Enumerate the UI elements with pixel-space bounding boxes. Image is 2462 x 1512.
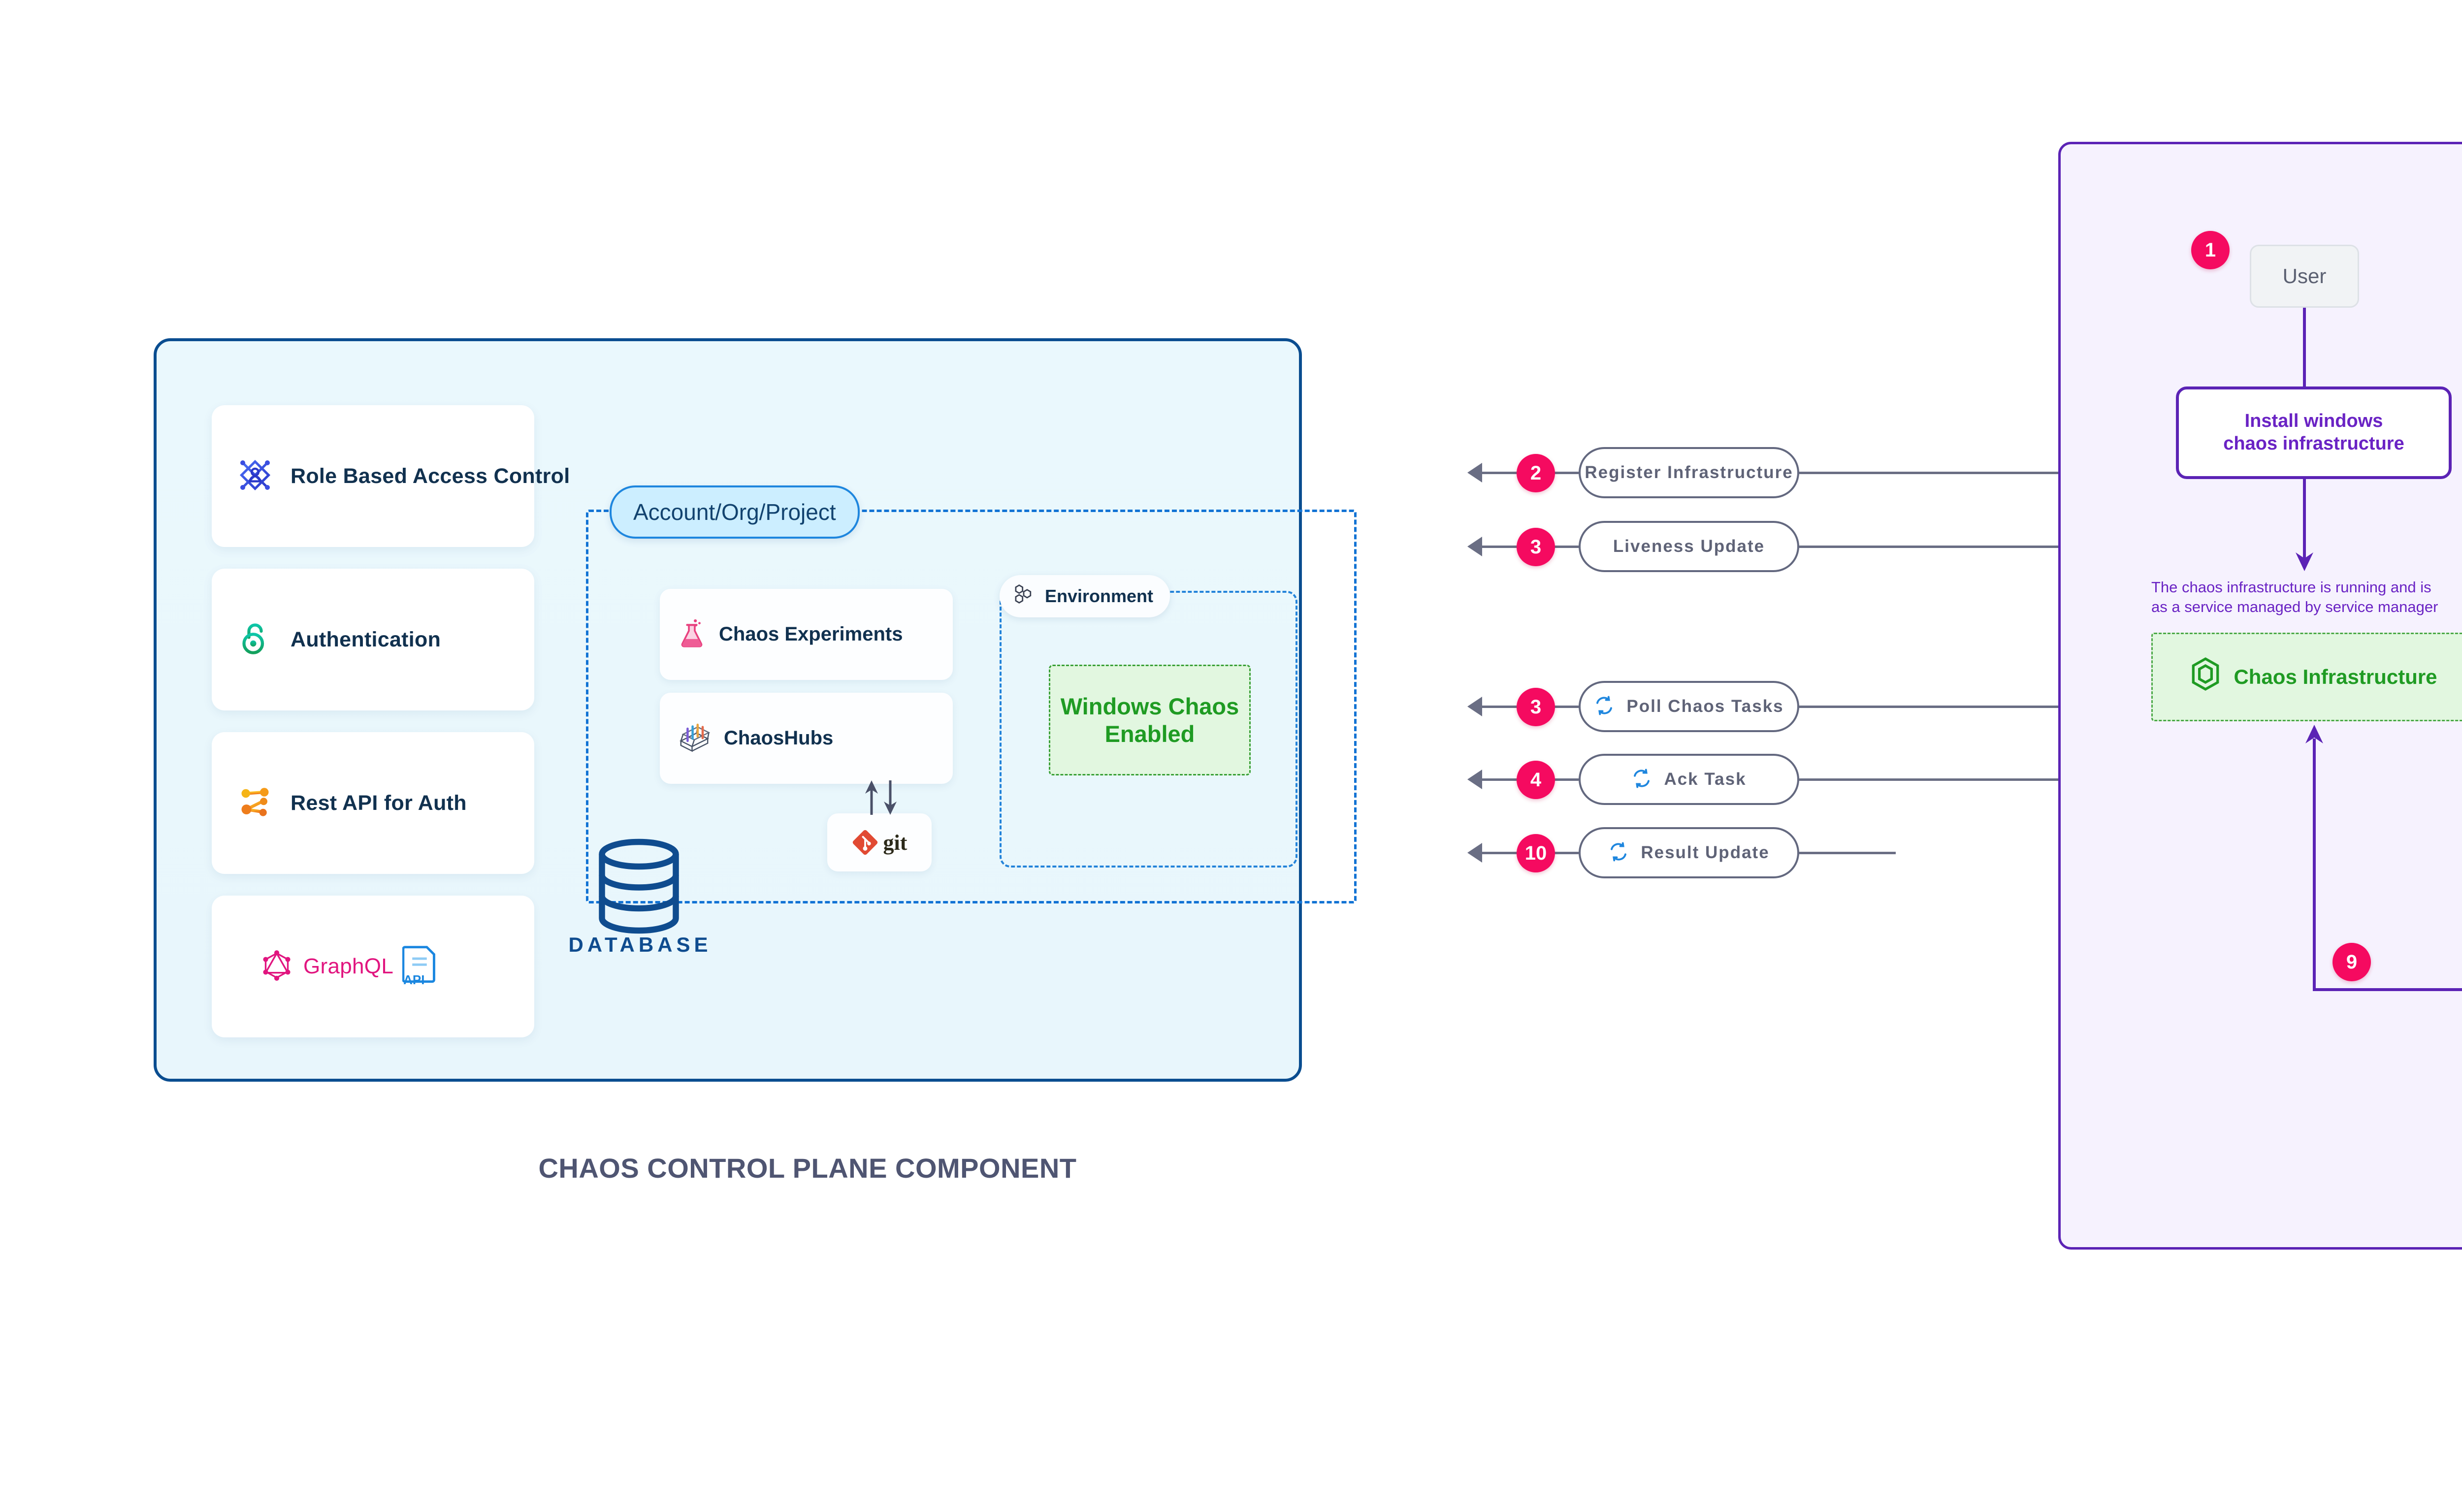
windows-chaos-status-label: Windows Chaos Enabled: [1060, 693, 1239, 747]
environment-pill[interactable]: Environment: [1000, 575, 1170, 617]
connector-line-right: [1799, 778, 2058, 781]
connector-line-right: [1799, 472, 2058, 474]
arrow-head: [1467, 843, 1482, 863]
open-lock-icon: [235, 619, 275, 661]
hexagons-icon: [1012, 583, 1035, 610]
feature-card-graphql[interactable]: GraphQL API: [212, 896, 534, 1037]
annotation-infra-note: The chaos infrastructure is running and …: [2151, 579, 2438, 615]
connector-line-right: [1799, 546, 2058, 548]
step-badge-3b: 3: [1517, 688, 1555, 726]
node-install-windows-chaos-infrastructure[interactable]: Install windows chaos infrastructure: [2176, 386, 2452, 479]
account-org-project-region: [586, 510, 1357, 903]
feature-card-authentication[interactable]: Authentication: [212, 569, 534, 710]
inner-card-chaoshubs[interactable]: ChaosHubs: [660, 693, 953, 784]
sync-icon: [1594, 695, 1615, 718]
feature-card-rest-api[interactable]: Rest API for Auth: [212, 732, 534, 874]
connector-line-right: [1799, 706, 2058, 708]
git-icon: git: [852, 829, 907, 856]
connector-pill-ack-task[interactable]: Ack Task: [1579, 754, 1799, 805]
feature-card-label: GraphQL: [303, 954, 394, 978]
api-label: API: [403, 972, 425, 987]
connector-row-liveness-update: 3 Liveness Update: [1467, 517, 2058, 576]
node-install-label: Install windows chaos infrastructure: [2223, 411, 2404, 454]
feature-card-rbac[interactable]: Role Based Access Control: [212, 405, 570, 547]
account-org-project-label: Account/Org/Project: [633, 499, 836, 525]
arrow-head: [1467, 463, 1482, 483]
connector-pill-result-update[interactable]: Result Update: [1579, 827, 1799, 878]
inner-card-git[interactable]: git: [827, 813, 932, 871]
arrow-head: [1467, 770, 1482, 789]
node-user-label: User: [2282, 264, 2327, 288]
connector-label: Result Update: [1641, 843, 1770, 862]
connector-pill-register-infrastructure[interactable]: Register Infrastructure: [1579, 447, 1799, 498]
feature-card-label: Rest API for Auth: [291, 791, 467, 815]
step-badge-9: 9: [2332, 943, 2371, 981]
connector-label: Poll Chaos Tasks: [1626, 697, 1784, 716]
test-tube-rack-icon: [678, 722, 711, 755]
feature-card-label: Role Based Access Control: [291, 464, 570, 488]
connector-line-right: [1799, 852, 1896, 854]
connector-label: Register Infrastructure: [1585, 463, 1793, 482]
database-label: DATABASE: [568, 933, 712, 956]
connector-pill-poll-chaos-tasks[interactable]: Poll Chaos Tasks: [1579, 681, 1799, 732]
node-chaos-infrastructure[interactable]: Chaos Infrastructure: [2151, 633, 2462, 721]
step-badge-2: 2: [1517, 454, 1555, 492]
arrow-head: [1467, 697, 1482, 716]
sync-icon: [1631, 768, 1652, 791]
connector-row-result-update: 10 Result Update: [1467, 823, 2058, 882]
connector-label: Liveness Update: [1613, 537, 1765, 556]
step-badge-1: 1: [2191, 231, 2230, 269]
feature-card-label: Authentication: [291, 627, 441, 651]
node-user[interactable]: User: [2250, 245, 2359, 308]
api-document-icon: API: [402, 945, 437, 988]
connector-row-register-infrastructure: 2 Register Infrastructure: [1467, 443, 2058, 502]
flask-icon: [678, 618, 706, 651]
account-org-project-pill[interactable]: Account/Org/Project: [610, 485, 860, 539]
connector-label: Ack Task: [1664, 770, 1747, 789]
connector-row-poll-chaos-tasks: 3 Poll Chaos Tasks: [1467, 677, 2058, 736]
connector-pill-liveness-update[interactable]: Liveness Update: [1579, 521, 1799, 572]
database-cylinder-icon: [596, 837, 682, 935]
graphql-icon: [259, 948, 294, 986]
step-badge-4: 4: [1517, 761, 1555, 799]
step-badge-10: 10: [1517, 834, 1555, 872]
node-chaos-infrastructure-label: Chaos Infrastructure: [2234, 665, 2437, 688]
rbac-icon: [235, 455, 275, 497]
arrow-head: [1467, 537, 1482, 556]
rest-api-icon: [235, 782, 275, 824]
control-plane-caption: CHAOS CONTROL PLANE COMPONENT: [538, 1153, 1077, 1184]
environment-label: Environment: [1045, 586, 1154, 606]
execution-plane-caption: CHAOS EXECUTION PLANE COMPONENT: [2452, 1322, 2462, 1354]
sync-icon: [1608, 841, 1629, 865]
step-badge-3a: 3: [1517, 528, 1555, 566]
windows-chaos-status-box: Windows Chaos Enabled: [1049, 665, 1251, 775]
git-label: git: [883, 830, 907, 855]
inner-card-label: ChaosHubs: [724, 727, 834, 749]
connector-row-ack-task: 4 Ack Task: [1467, 750, 2058, 809]
hexagon-outline-icon: [2190, 657, 2221, 696]
inner-card-label: Chaos Experiments: [719, 623, 903, 645]
inner-card-chaos-experiments[interactable]: Chaos Experiments: [660, 589, 953, 680]
